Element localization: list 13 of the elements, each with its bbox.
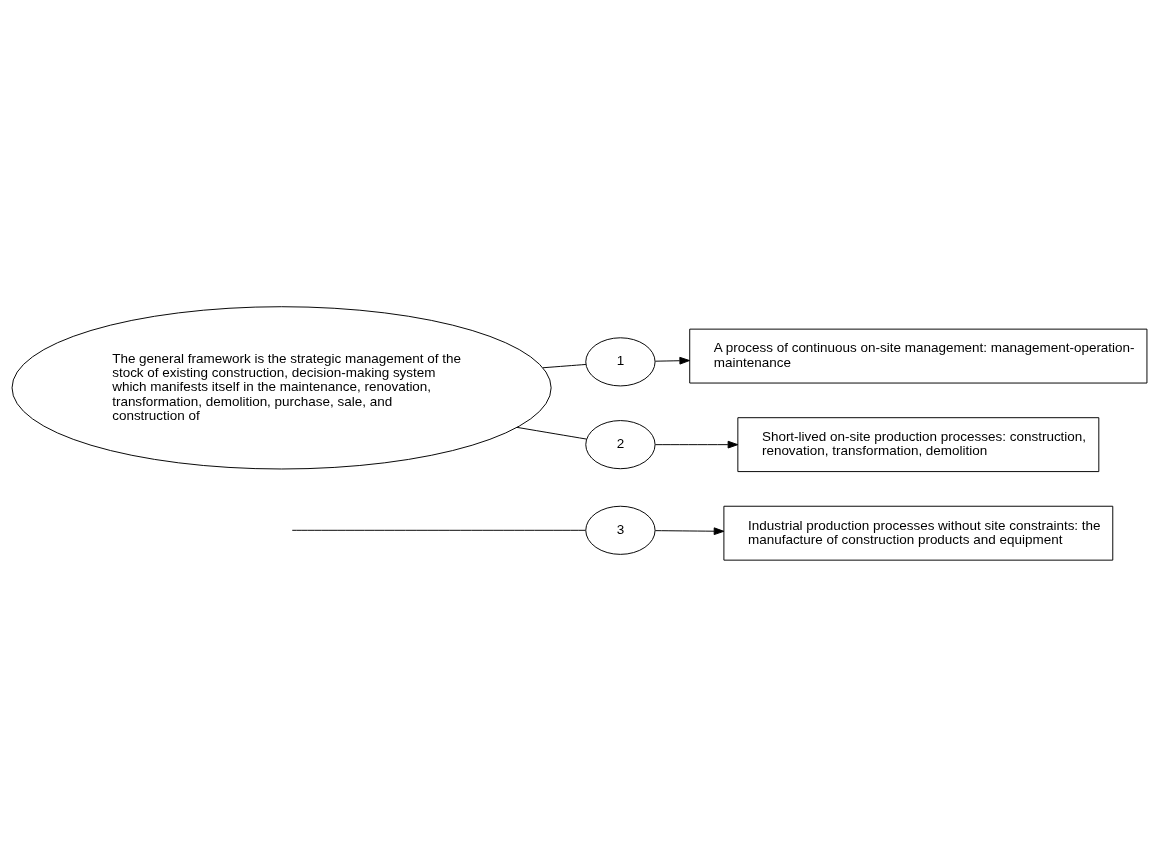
node-ellipse: 2 [585, 420, 656, 470]
arrow [654, 440, 739, 449]
arrow [654, 356, 690, 365]
node-box: Industrial production processes without site constraints: the manufacture of construction products and equipment [723, 505, 1114, 561]
connector [542, 363, 587, 369]
node-ellipse: 1 [585, 337, 656, 387]
node-ellipse: The general framework is the strategic management of the stock of existing construction, decision-making system which manifests itself in the maintenance, renovation, transformation, demolition, purchase, sale, and construction of [11, 306, 552, 470]
connector [291, 529, 586, 531]
connector [516, 426, 588, 440]
node-box: Short-lived on-site production processes: construction, renovation, transformation, demolition [737, 417, 1100, 473]
node-ellipse: 3 [585, 505, 656, 555]
arrow [654, 527, 725, 536]
node-box: A process of continuous on-site management: management-operation-maintenance [689, 328, 1148, 384]
